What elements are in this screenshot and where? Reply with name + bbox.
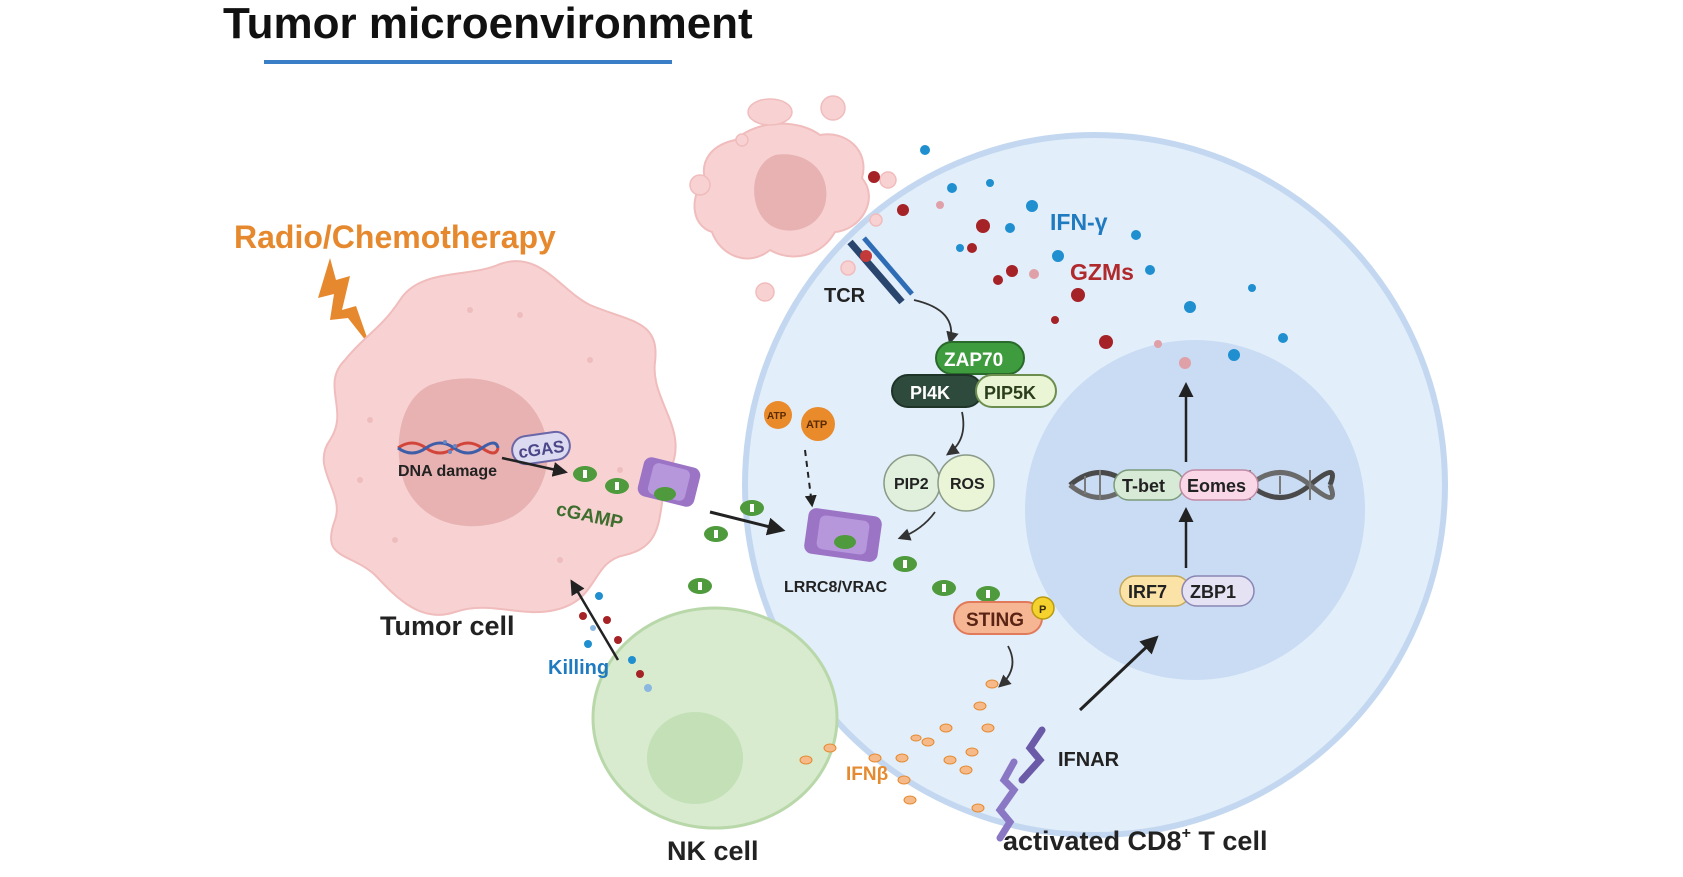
dna-damage-label: DNA damage [398,463,497,480]
phospho-label: P [1039,604,1046,616]
pink-molecules [936,201,1191,369]
pi4k-to-pip2-arrow [945,411,965,456]
atp-dashed-arrow [804,449,817,508]
target-tumor-blebs [689,95,897,302]
tbet-label: T-bet [1122,476,1165,496]
vrac-channel-tcell [804,508,882,562]
eomes-protein [1179,469,1259,501]
atp-label-large: ATP [806,419,827,431]
cd8-label-suffix: T cell [1191,826,1268,856]
cgas-protein [511,430,571,466]
pi4k-label: PI4K [910,383,950,403]
ifn-gamma-molecules [920,145,1288,361]
killing-molecules [579,592,652,692]
lrrc8-vrac-label: LRRC8/VRAC [784,579,888,596]
cd8-t-cell-nucleus [1025,340,1365,680]
ros-molecule [937,454,995,512]
tcr-label: TCR [824,285,866,307]
zbp1-protein [1181,575,1255,607]
pip2-label: PIP2 [894,476,929,493]
pip2-to-vrac-arrow [897,511,936,541]
atp-molecule-small [764,401,792,429]
ifnar-to-irf7-arrow [1078,635,1159,712]
dna-to-cgamp-arrow [501,456,568,477]
ifnar-receptor [995,726,1046,842]
cd8-t-cell-label: activated CD8+ T cell [1003,825,1267,856]
dna-helix-icon [397,440,500,455]
cgamp-transfer-arrow [709,510,786,536]
irf7-label: IRF7 [1128,582,1167,602]
sting-to-ifnb-arrow [998,645,1014,688]
page-title: Tumor microenvironment [223,0,753,48]
pip5k-protein [975,374,1057,408]
ros-label: ROS [950,476,985,493]
ifnb-label: IFNβ [846,764,888,785]
cd8-label-prefix: activated CD8 [1003,826,1182,856]
tcr-receptor [847,236,914,305]
eomes-label: Eomes [1187,476,1246,496]
ifnar-label: IFNAR [1058,749,1120,771]
phospho-group-icon [1031,596,1055,620]
nk-cell-nucleus [647,712,743,804]
gzms-molecules [868,171,1113,349]
tcr-to-zap70-arrow [913,299,959,345]
killing-label: Killing [548,657,609,679]
tumor-cell-label: Tumor cell [380,611,515,641]
nk-cell-label: NK cell [667,836,759,866]
zap70-protein [935,341,1025,375]
ifnb-molecules [799,679,999,813]
target-tumor-nucleus [754,154,827,231]
atp-label-small: ATP [767,411,787,422]
killing-arrow [570,579,620,661]
pip5k-label: PIP5K [984,383,1036,403]
zap70-label: ZAP70 [944,350,1003,371]
zbp1-label: ZBP1 [1190,582,1236,602]
ifn-gamma-label: IFN-γ [1050,209,1108,235]
tumor-cell-texture [357,307,623,563]
sting-label: STING [966,610,1024,631]
gzms-label: GZMs [1070,259,1134,285]
cd8-label-superscript: + [1182,825,1191,842]
radio-chemotherapy-label: Radio/Chemotherapy [234,219,556,255]
atp-molecule-large [801,407,835,441]
title-underline [264,60,672,64]
lightning-bolt-icon [318,258,370,346]
